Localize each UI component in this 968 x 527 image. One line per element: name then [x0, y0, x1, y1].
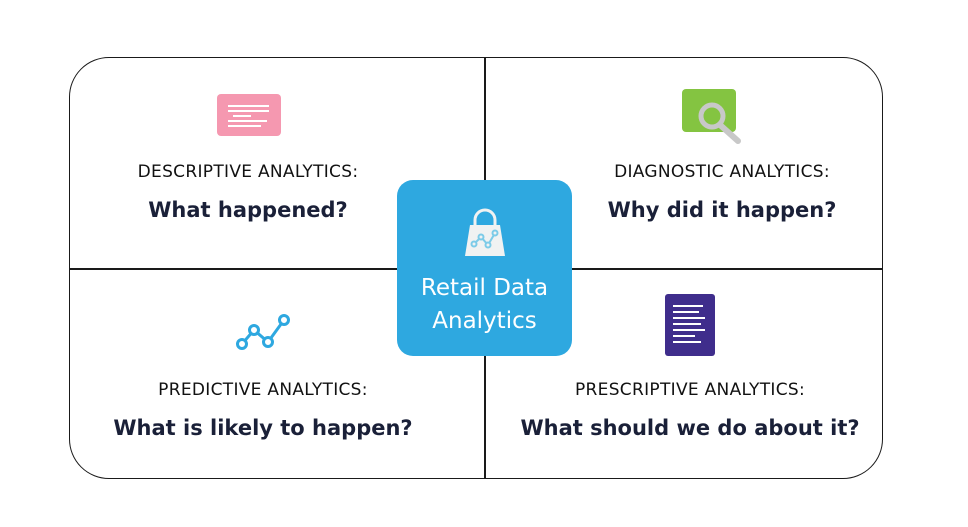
quadrant-question: What should we do about it? [520, 416, 860, 440]
card-icon [217, 94, 281, 136]
quadrant-predictive: PREDICTIVE ANALYTICS: What is likely to … [113, 380, 412, 440]
quadrant-label: PREDICTIVE ANALYTICS: [158, 380, 368, 400]
quadrant-label: DIAGNOSTIC ANALYTICS: [614, 162, 830, 182]
quadrant-label: DESCRIPTIVE ANALYTICS: [137, 162, 359, 182]
quadrant-diagnostic: DIAGNOSTIC ANALYTICS: Why did it happen? [608, 162, 837, 222]
quadrant-question: What happened? [148, 198, 348, 222]
center-box: Retail Data Analytics [397, 180, 572, 356]
quadrant-descriptive: DESCRIPTIVE ANALYTICS: What happened? [138, 162, 359, 222]
quadrant-label: PRESCRIPTIVE ANALYTICS: [575, 380, 805, 400]
center-title-line1: Retail Data [420, 275, 549, 301]
quadrant-question: What is likely to happen? [113, 416, 413, 440]
trend-line-icon [236, 314, 290, 350]
quadrant-prescriptive: PRESCRIPTIVE ANALYTICS: What should we d… [520, 380, 859, 440]
center-title-line2: Analytics [432, 308, 537, 334]
document-icon [665, 294, 715, 356]
center-title: Retail Data Analytics [397, 272, 572, 338]
quadrant-question: Why did it happen? [607, 198, 837, 222]
magnifier-icon [682, 89, 741, 144]
shopping-bag-chart-icon [465, 208, 505, 256]
